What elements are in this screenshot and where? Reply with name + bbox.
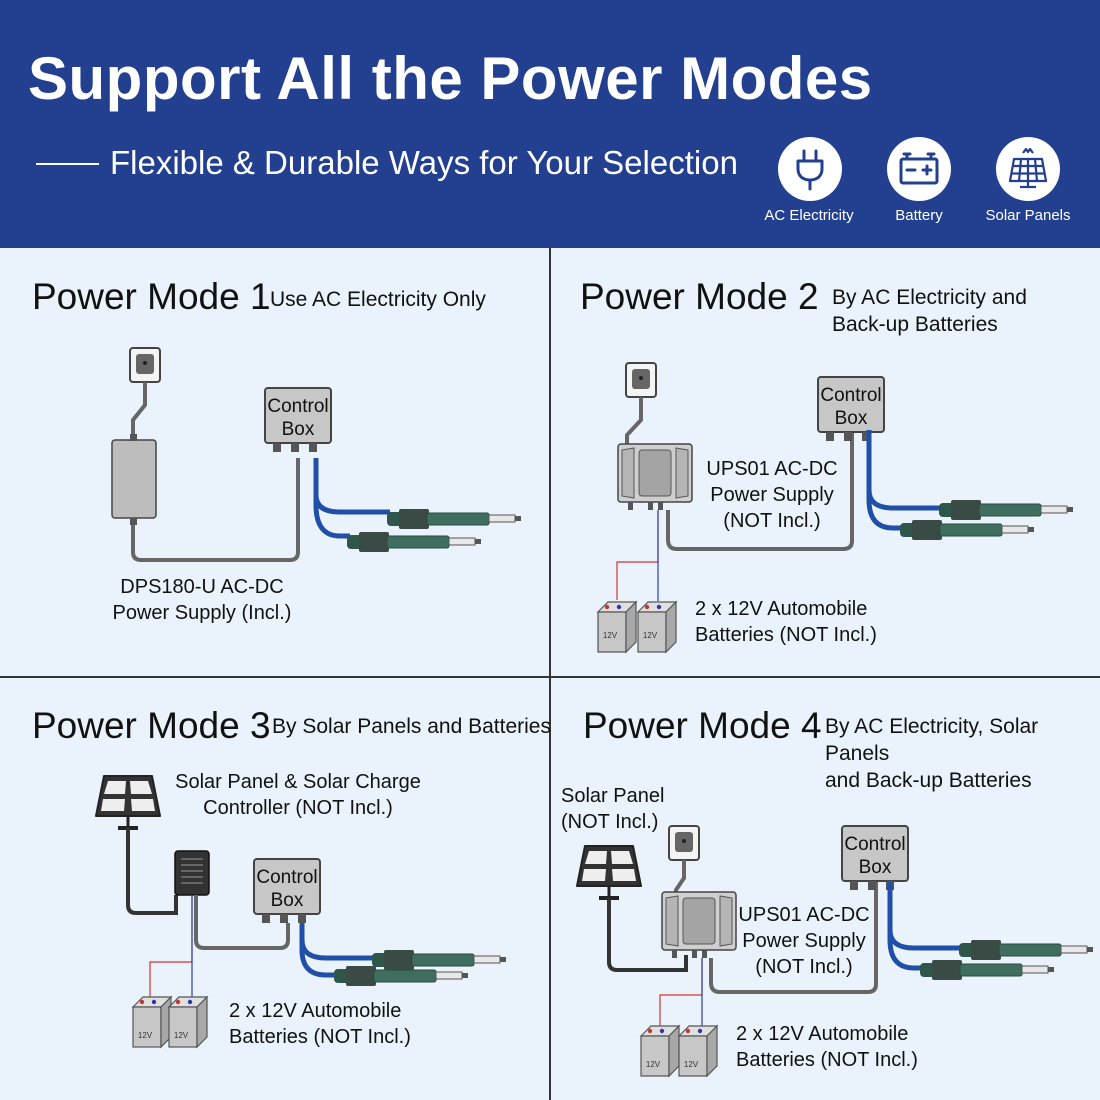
linear-actuator [899,519,1035,541]
panel-title-mode-2: Power Mode 2 [580,276,819,317]
control-box-label-line2: Box [282,419,315,440]
control-box-label-line1: Control [267,396,328,417]
control-box-label-line2: Box [859,857,892,878]
battery-icon [887,137,951,201]
battery-voltage-label: 12V [603,631,618,640]
panel-divider-vertical [549,248,551,1100]
dps180-power-supply [111,439,157,519]
linear-actuator [958,939,1094,961]
mode-4-diagram [575,825,1094,1077]
panel-desc-mode-3: By Solar Panels and Batteries [272,715,551,738]
mode-label-ac: AC Electricity [764,207,854,224]
page-title: Support All the Power Modes [28,45,873,112]
battery-voltage-label: 12V [174,1031,189,1040]
ups01-power-supply [617,443,693,511]
battery-voltage-label: 12V [138,1031,153,1040]
mode-3-diagram [94,774,507,1048]
label-solar-panel-controller: Solar Panel & Solar Charge Controller (N… [175,771,421,819]
wall-outlet [129,347,161,383]
linear-actuator [938,499,1074,521]
solar-panel-icon [996,137,1060,201]
solar-panel [575,844,643,900]
solar-panel [94,774,162,830]
panel-title-mode-4: Power Mode 4 [583,705,822,746]
battery-12v [637,601,677,653]
control-box-label-line1: Control [844,834,905,855]
label-ups01-power-supply: UPS01 AC-DC Power Supply (NOT Incl.) [706,458,838,532]
battery-voltage-label: 12V [643,631,658,640]
panel-title-mode-1: Power Mode 1 [32,276,271,317]
header-banner [0,0,1100,248]
control-box-label-line2: Box [271,890,304,911]
label-dps180-power-supply: DPS180-U AC-DC Power Supply (Incl.) [112,576,292,624]
page-subtitle: Flexible & Durable Ways for Your Selecti… [110,144,738,181]
control-box-label-line1: Control [820,385,881,406]
battery-12v [597,601,637,653]
label-batteries: 2 x 12V Automobile Batteries (NOT Incl.) [229,1000,411,1048]
control-box-label-line2: Box [835,408,868,429]
battery-voltage-label: 12V [684,1060,699,1069]
solar-charge-controller [174,850,210,896]
subtitle-dash [36,163,99,165]
panel-divider-horizontal [0,676,1100,678]
plug-icon [778,137,842,201]
label-batteries: 2 x 12V Automobile Batteries (NOT Incl.) [736,1023,918,1071]
label-batteries: 2 x 12V Automobile Batteries (NOT Incl.) [695,598,877,646]
panel-desc-mode-4: By AC Electricity, Solar Panels and Back… [825,715,1039,792]
panel-desc-mode-1: Use AC Electricity Only [270,288,486,311]
panel-desc-mode-2: By AC Electricity and Back-up Batteries [832,286,1027,336]
battery-voltage-label: 12V [646,1060,661,1069]
linear-actuator [386,508,522,530]
mode-2-diagram [597,362,1074,653]
panel-title-mode-3: Power Mode 3 [32,705,271,746]
wall-outlet [668,825,700,861]
mode-1-diagram [111,347,522,562]
mode-label-battery: Battery [895,207,943,224]
mode-label-solar: Solar Panels [985,207,1071,224]
wall-outlet [625,362,657,398]
label-ups01-power-supply: UPS01 AC-DC Power Supply (NOT Incl.) [738,904,870,978]
linear-actuator [371,949,507,971]
label-solar-panel: Solar Panel (NOT Incl.) [561,785,665,833]
linear-actuator [919,959,1055,981]
linear-actuator [346,531,482,553]
control-box-label-line1: Control [256,867,317,888]
